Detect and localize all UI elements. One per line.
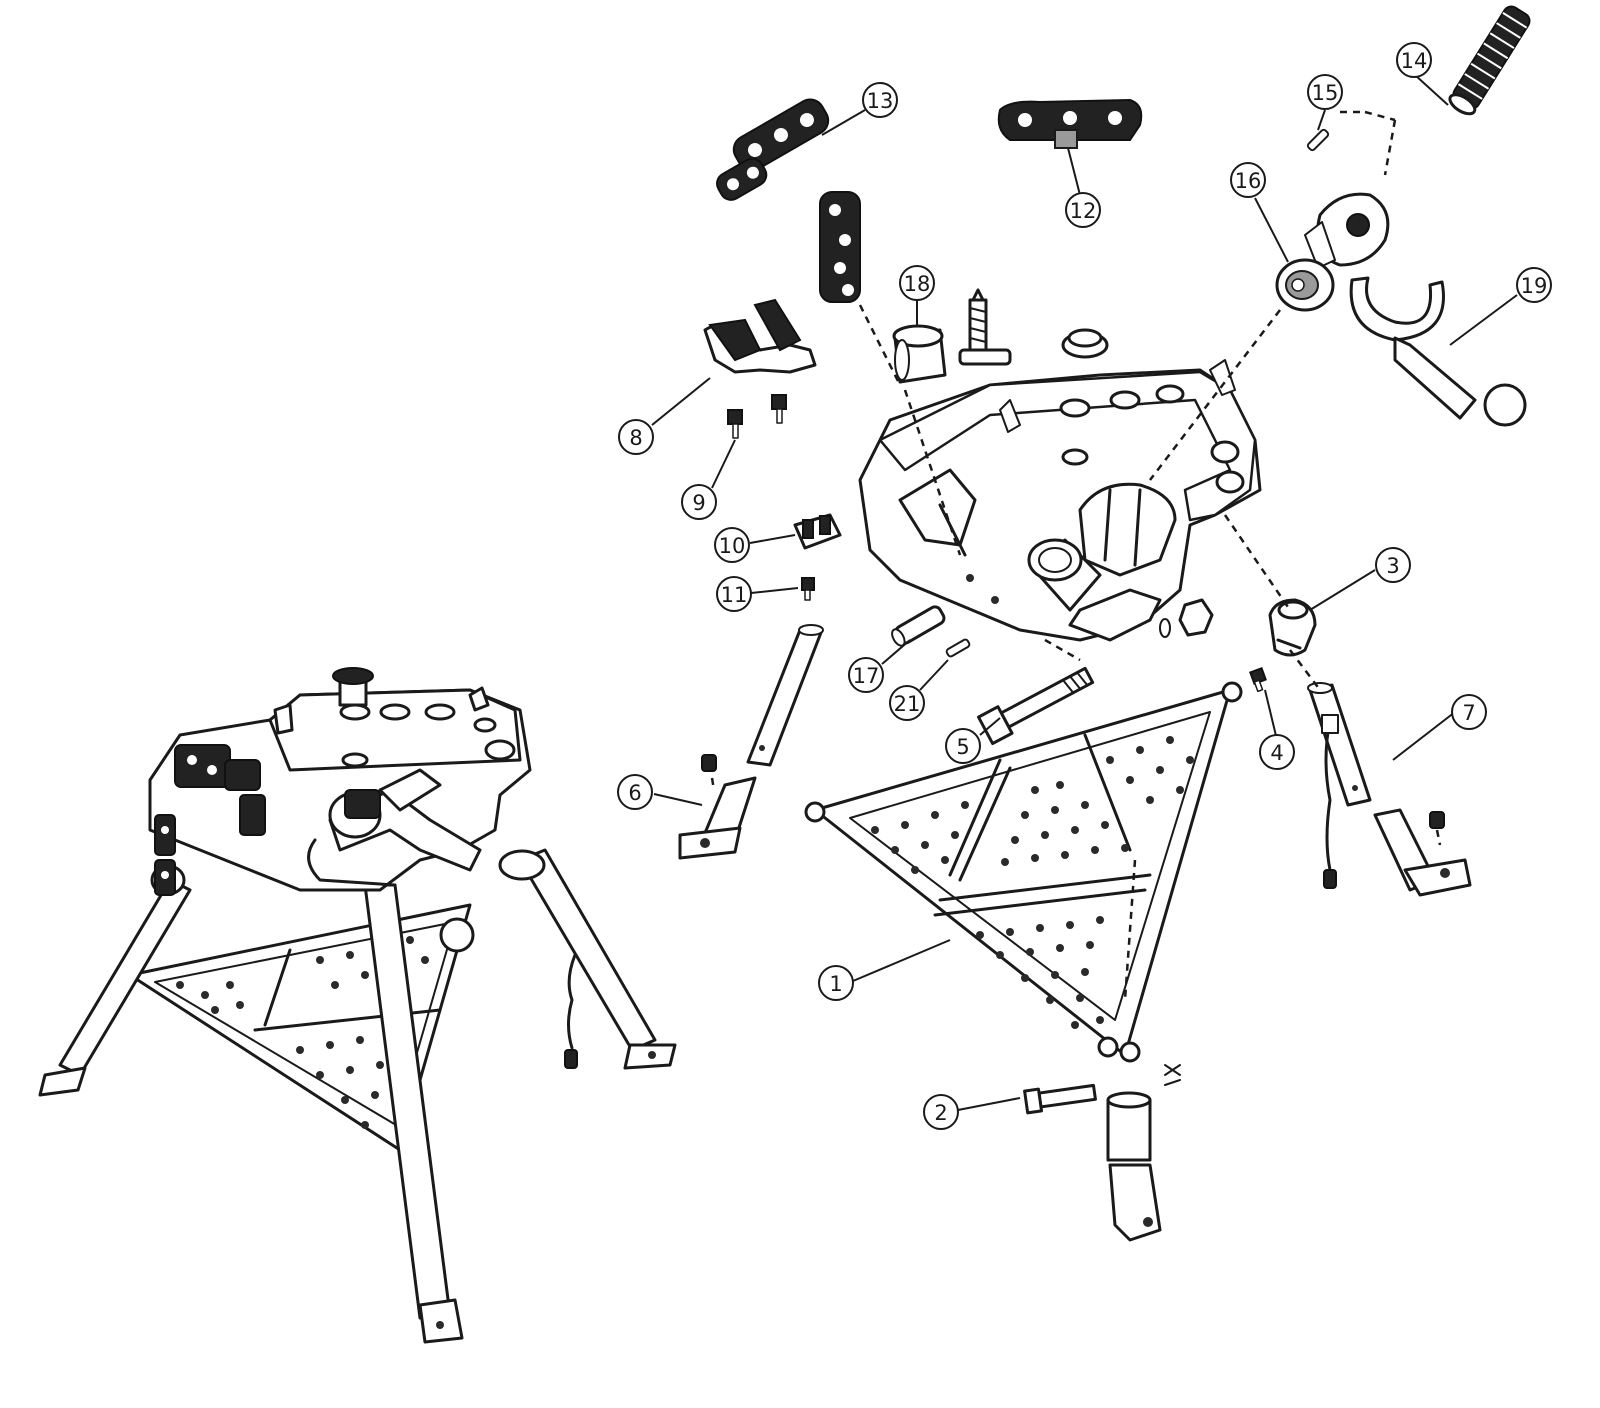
part-13-chain-upper — [716, 98, 830, 201]
part-15-pin — [1306, 128, 1330, 152]
part-9-screws — [727, 394, 787, 439]
assembled-handle — [307, 768, 482, 887]
svg-text:15: 15 — [1312, 81, 1339, 105]
callout-4: 4 — [1259, 734, 1295, 770]
svg-text:5: 5 — [956, 735, 969, 759]
part-1-tray — [804, 681, 1243, 1063]
callout-16: 16 — [1230, 162, 1266, 198]
callout-15: 15 — [1307, 74, 1343, 110]
callout-11: 11 — [716, 576, 752, 612]
assembled-chain-links — [154, 744, 266, 896]
part-4-screw — [1249, 667, 1267, 693]
assembled-leg-right — [518, 848, 677, 1070]
part-6-leg — [678, 624, 824, 860]
assembled-chain — [564, 953, 578, 1069]
svg-text:13: 13 — [867, 89, 894, 113]
part-19-handle — [1349, 276, 1527, 427]
callout-3: 3 — [1375, 547, 1411, 583]
part-front-leg-sleeve — [1106, 1091, 1162, 1242]
svg-text:9: 9 — [692, 491, 705, 515]
callout-6: 6 — [617, 774, 653, 810]
part-17-pin — [891, 605, 946, 647]
callout-12: 12 — [1065, 192, 1101, 228]
assembled-leg-left — [38, 878, 192, 1097]
callout-2: 2 — [923, 1094, 959, 1130]
svg-text:11: 11 — [721, 583, 748, 607]
svg-text:12: 12 — [1070, 199, 1097, 223]
part-2-bolt — [1023, 1083, 1097, 1115]
part-11-screw — [801, 577, 815, 601]
callout-21: 21 — [889, 685, 925, 721]
callout-1: 1 — [818, 965, 854, 1001]
svg-text:19: 19 — [1521, 274, 1548, 298]
part-3-leg-socket — [1268, 598, 1317, 657]
part-top-nut — [1061, 328, 1109, 359]
part-side-nut — [1159, 598, 1214, 638]
svg-text:17: 17 — [853, 664, 880, 688]
callout-10: 10 — [714, 527, 750, 563]
assembly-lines — [710, 110, 1442, 1001]
svg-text:6: 6 — [628, 781, 641, 805]
svg-text:16: 16 — [1235, 169, 1262, 193]
callouts: 1 2 3 4 5 6 7 8 9 10 11 12 13 14 15 16 1… — [617, 42, 1552, 1130]
callout-13: 13 — [862, 82, 898, 118]
svg-text:10: 10 — [719, 534, 746, 558]
svg-text:1: 1 — [829, 972, 842, 996]
callout-19: 19 — [1516, 267, 1552, 303]
callout-14: 14 — [1396, 42, 1432, 78]
callout-9: 9 — [681, 484, 717, 520]
callout-7: 7 — [1451, 694, 1487, 730]
part-t-bolt — [958, 288, 1012, 366]
callout-8: 8 — [618, 419, 654, 455]
svg-text:8: 8 — [629, 426, 642, 450]
part-13-chain-lower — [819, 191, 861, 303]
svg-text:2: 2 — [934, 1101, 947, 1125]
part-yoke-nut — [1304, 192, 1390, 269]
part-8-v-jaw — [703, 298, 817, 374]
part-small-nut — [1164, 1064, 1181, 1086]
part-12-chain-segment — [997, 98, 1143, 149]
svg-text:4: 4 — [1270, 741, 1283, 765]
part-16-washer — [1275, 258, 1335, 312]
svg-text:18: 18 — [904, 272, 931, 296]
assembled-tripod-stand — [38, 667, 677, 1344]
callout-18: 18 — [899, 265, 935, 301]
part-18-cylinder — [892, 324, 947, 384]
leader-lines — [651, 74, 1518, 1111]
part-10-clip — [793, 513, 842, 550]
svg-text:7: 7 — [1462, 701, 1475, 725]
part-21-pin — [945, 638, 971, 658]
callout-17: 17 — [848, 657, 884, 693]
callout-5: 5 — [945, 728, 981, 764]
part-5-bolt — [977, 666, 1095, 746]
part-14-threaded-screw — [1448, 5, 1531, 116]
svg-text:21: 21 — [894, 692, 921, 716]
part-vise-body — [858, 359, 1262, 642]
part-7-leg — [1307, 682, 1472, 897]
svg-text:14: 14 — [1401, 49, 1428, 73]
svg-text:3: 3 — [1386, 554, 1399, 578]
